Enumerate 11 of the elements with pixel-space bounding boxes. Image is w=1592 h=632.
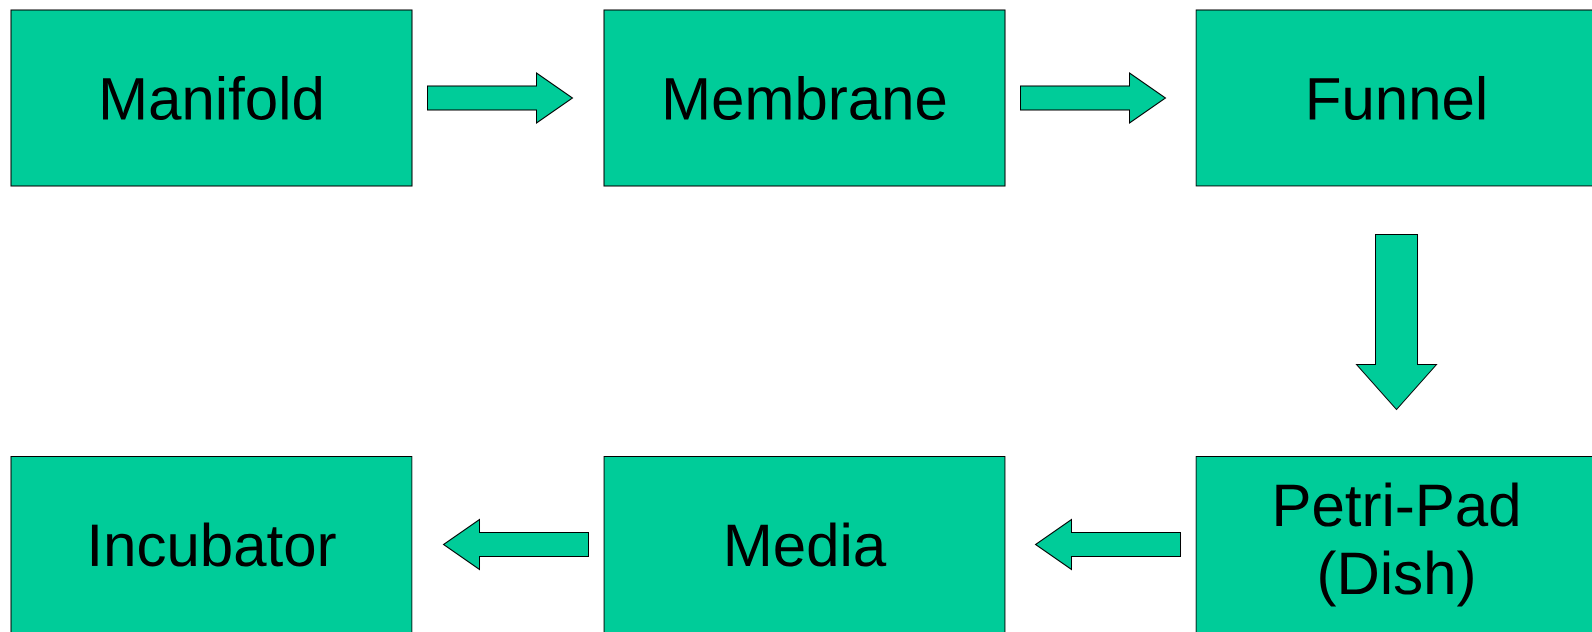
process-box: Membrane — [603, 9, 1006, 187]
process-box: Funnel — [1195, 9, 1592, 187]
block-arrow — [427, 72, 573, 124]
block-arrow — [1356, 234, 1437, 410]
block-arrow — [1035, 519, 1181, 570]
process-box: Petri-Pad (Dish) — [1195, 456, 1592, 632]
process-box: Media — [603, 456, 1006, 632]
block-arrow — [443, 519, 589, 570]
block-arrow — [1020, 72, 1166, 124]
process-box: Manifold — [10, 9, 413, 187]
process-box: Incubator — [10, 456, 413, 632]
